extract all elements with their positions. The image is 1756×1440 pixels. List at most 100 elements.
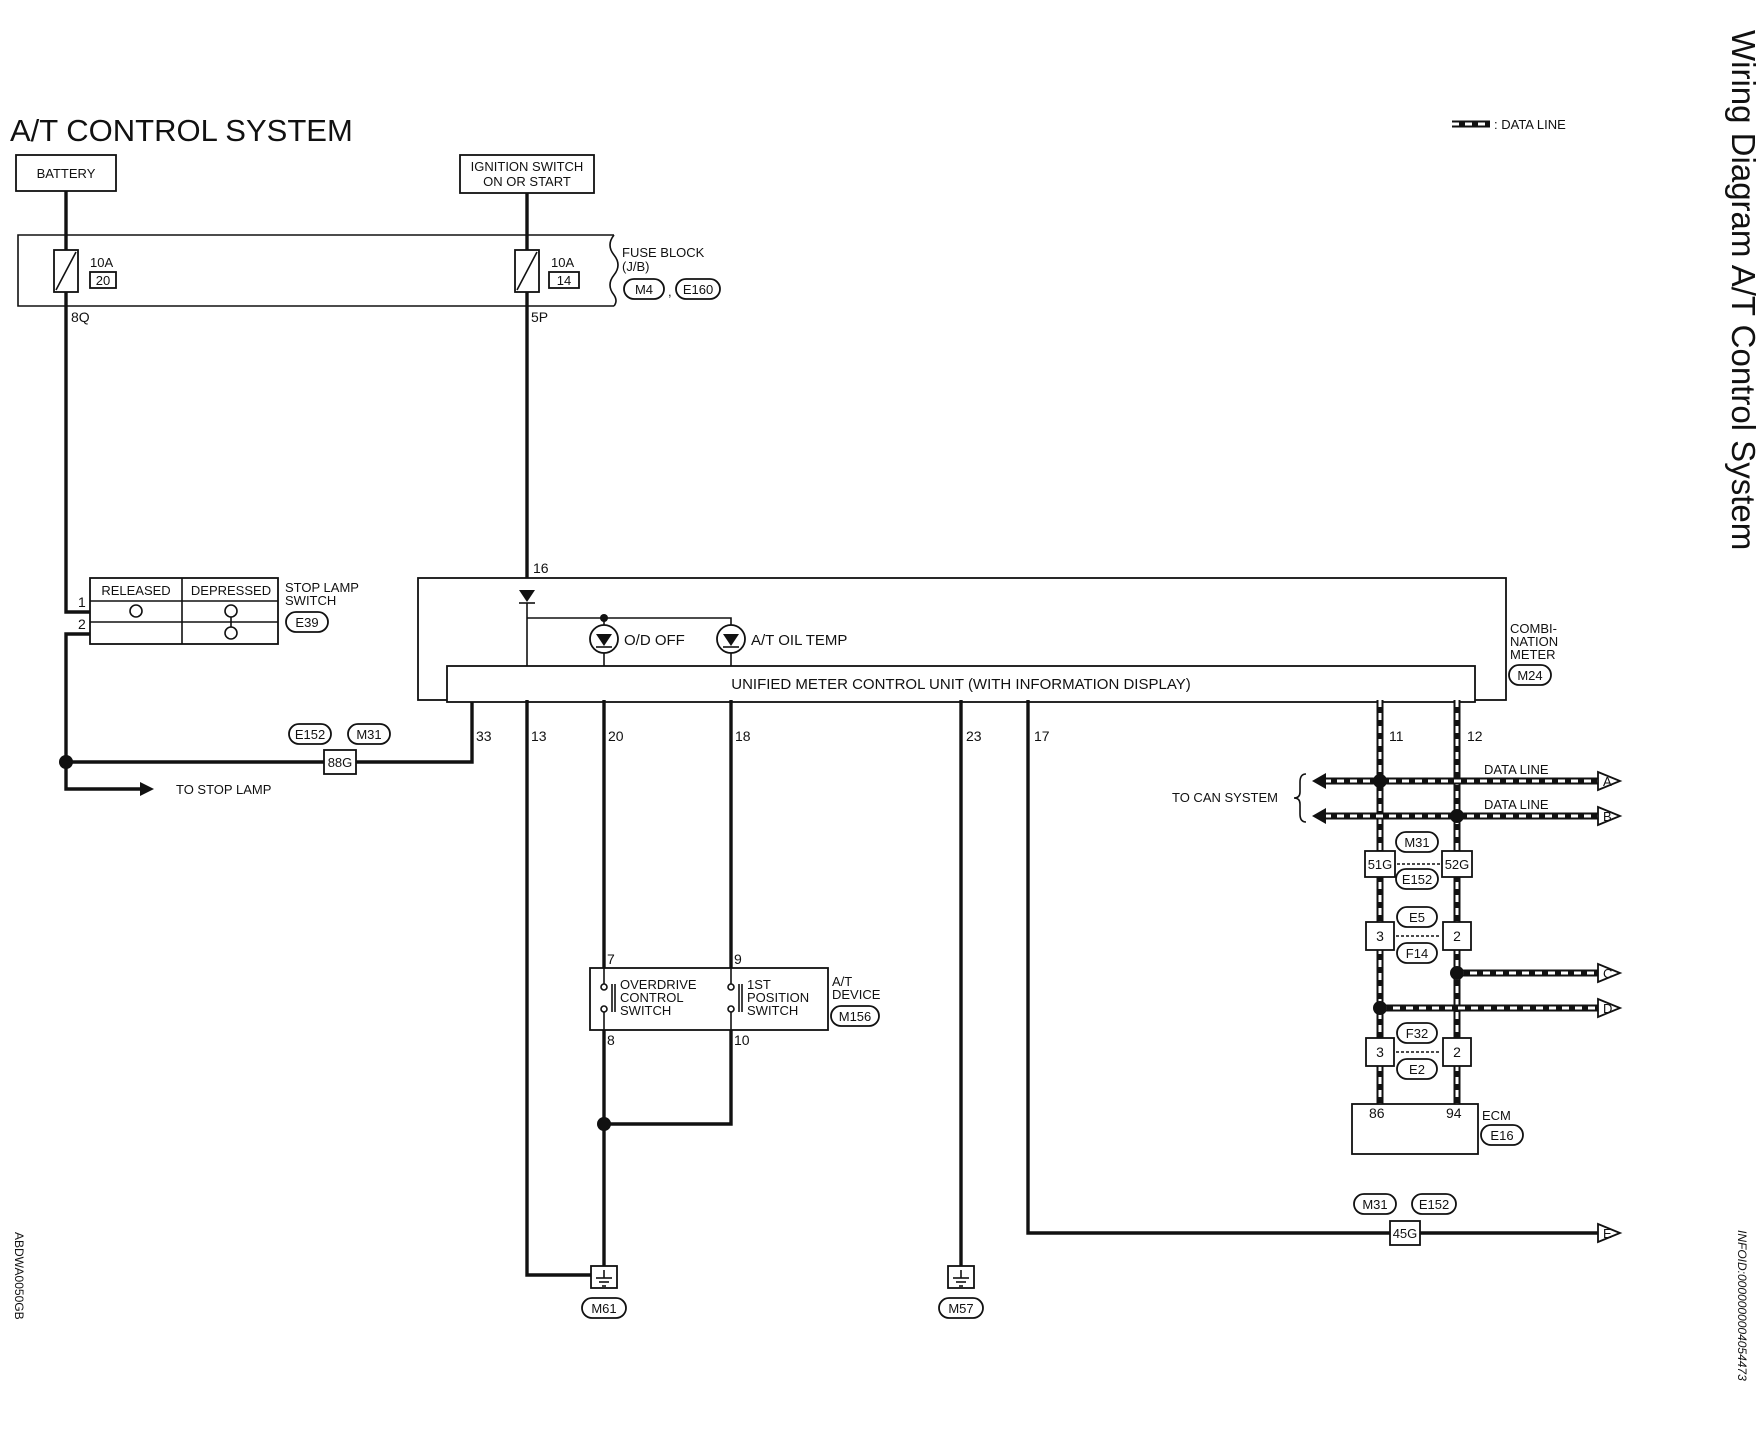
stop-lamp-switch: RELEASED DEPRESSED 1 2 STOP LAMP SWITCH … [78,577,359,645]
joint3-right: 2 [1453,1044,1461,1060]
stop-lamp-name-1: STOP LAMP [285,580,359,595]
stop-lamp-col-released: RELEASED [101,583,170,598]
figure-code: ABDWA0050GB [12,1232,26,1320]
harness-e-conn-2: E152 [1419,1197,1449,1212]
harness-e-terminal: 45G [1393,1226,1418,1241]
fuse-block-conn-1: M4 [635,282,653,297]
fuse-block-name-2: (J/B) [622,259,649,274]
ignition-label-1: IGNITION SWITCH [471,159,584,174]
at-device-pin-9: 9 [734,951,742,967]
joint2-upper: E5 [1409,910,1425,925]
legend-label: : DATA LINE [1494,117,1566,132]
meter-name-3: METER [1510,647,1556,662]
ignition-switch-box: IGNITION SWITCH ON OR START [459,154,595,194]
meter-pin-23: 23 [966,728,982,744]
joint2-left: 3 [1376,928,1384,944]
marker-b: B [1597,805,1623,827]
joint1-lower: E152 [1402,872,1432,887]
fuse-block-conn-2: E160 [683,282,713,297]
joint3-left: 3 [1376,1044,1384,1060]
info-id: INFOID:0000000004054473 [1735,1230,1749,1381]
meter-pin-17: 17 [1034,728,1050,744]
at-device-pin-7: 7 [607,951,615,967]
battery-label: BATTERY [37,166,96,181]
joint3-lower: E2 [1409,1062,1425,1077]
harness-stop: E152 M31 88G [288,723,391,775]
stop-lamp-pin-1: 1 [78,594,86,610]
fuse-block-comma: , [668,284,672,299]
data-line-b-label: DATA LINE [1484,797,1549,812]
indicator-at-oil-temp: A/T OIL TEMP [751,632,847,649]
to-can-system: TO CAN SYSTEM [1172,790,1278,805]
stop-lamp-connector: E39 [295,615,318,630]
marker-e-label: E [1603,1226,1612,1241]
joint2-lower: F14 [1406,946,1428,961]
joint-m31-e152: 51G 52G M31 E152 [1364,831,1473,890]
overdrive-switch-2: CONTROL [620,990,684,1005]
at-device-name-2: DEVICE [832,987,881,1002]
wire-33 [66,700,474,764]
meter-pin-18: 18 [735,728,751,744]
marker-c: C [1597,962,1623,984]
fuse-block: 10A 20 8Q 10A 14 5P FUSE BLOCK (J/B) M4 … [17,191,721,325]
data-line-a-label: DATA LINE [1484,762,1549,777]
wire-13 [525,700,604,1277]
indicator-od-off: O/D OFF [624,632,685,649]
joint1-upper: M31 [1404,835,1429,850]
at-device-pin-10: 10 [734,1032,750,1048]
fuse2-rating: 10A [551,255,574,270]
at-device-pin-8: 8 [607,1032,615,1048]
marker-e: E [1597,1222,1623,1244]
marker-c-label: C [1603,966,1612,981]
meter-name-1: COMBI- [1510,621,1557,636]
joint2-right: 2 [1453,928,1461,944]
marker-b-label: B [1603,809,1612,824]
meter-name-2: NATION [1510,634,1558,649]
first-position-switch-1: 1ST [747,977,771,992]
marker-a-label: A [1603,774,1612,789]
harness-stop-terminal: 88G [328,755,353,770]
at-device-connector: M156 [839,1009,872,1024]
ecm: 86 94 ECM E16 [1351,1103,1524,1155]
to-stop-lamp-arrow [140,782,154,796]
marker-a: A [1597,770,1623,792]
meter-pin-33: 33 [476,728,492,744]
ground-m57: M57 [938,1265,984,1319]
fuse2-number: 14 [557,273,571,288]
harness-stop-conn-1: E152 [295,727,325,742]
wire-8q [64,292,90,614]
fuse1-terminal: 8Q [71,309,90,325]
joint1-right: 52G [1445,857,1470,872]
unified-meter-control-unit: UNIFIED METER CONTROL UNIT (WITH INFORMA… [731,676,1190,693]
side-title: Wiring Diagram A/T Control System [1725,30,1756,551]
first-position-switch-3: SWITCH [747,1003,798,1018]
ecm-pin-94: 94 [1446,1105,1462,1121]
marker-d: D [1597,997,1623,1019]
ground-m57-label: M57 [948,1301,973,1316]
first-position-switch-2: POSITION [747,990,809,1005]
ignition-label-2: ON OR START [483,174,571,189]
meter-pin-13: 13 [531,728,547,744]
ecm-name: ECM [1482,1108,1511,1123]
ground-m61-label: M61 [591,1301,616,1316]
harness-stop-conn-2: M31 [356,727,381,742]
battery-box: BATTERY [15,154,117,192]
at-device-name-1: A/T [832,974,852,989]
joint-f32-e2: 3 2 F32 E2 [1365,1022,1472,1080]
can-brace [1293,773,1307,823]
meter-pin-12: 12 [1467,728,1483,744]
ground-m61: M61 [581,1265,627,1319]
fuse1-rating: 10A [90,255,113,270]
fuse2-terminal: 5P [531,309,548,325]
wire-10 [604,1030,733,1126]
meter-pin-11: 11 [1389,728,1404,744]
legend-data-line: : DATA LINE [1452,117,1566,132]
ecm-connector: E16 [1490,1128,1513,1143]
joint-e5-f14: 3 2 E5 F14 [1365,906,1472,964]
meter-pin-20: 20 [608,728,624,744]
fuse1-number: 20 [96,273,110,288]
stop-lamp-pin-2: 2 [78,616,86,632]
joint3-upper: F32 [1406,1026,1428,1041]
to-stop-lamp-label: TO STOP LAMP [176,782,271,797]
